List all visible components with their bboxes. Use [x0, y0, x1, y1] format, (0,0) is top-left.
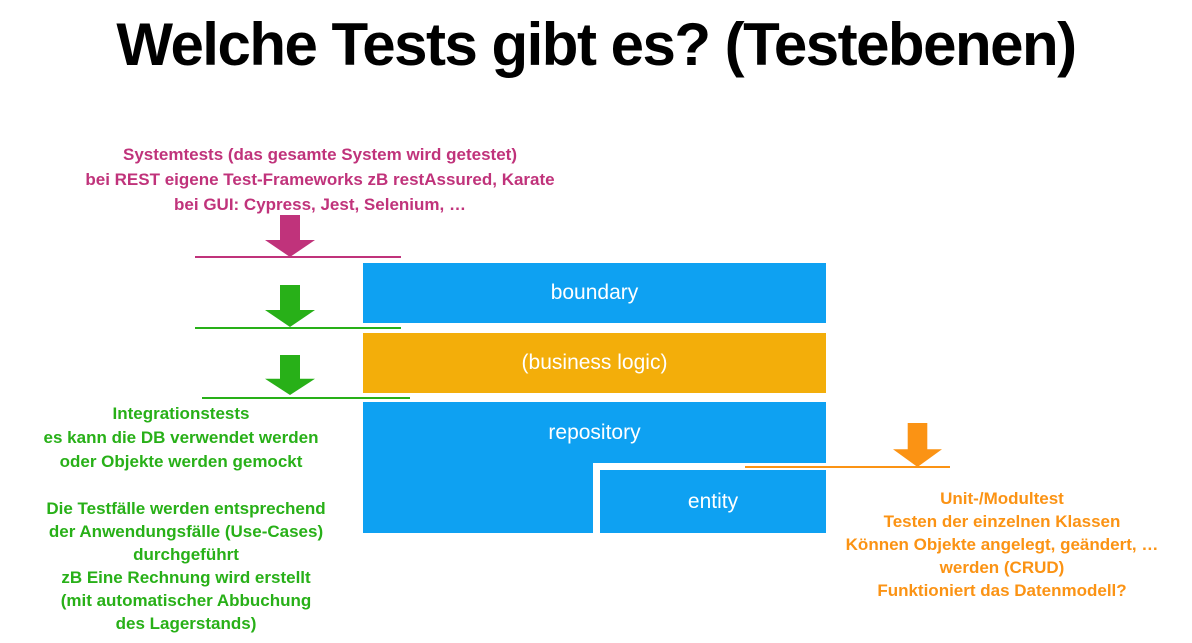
systemtest-level-line: [195, 256, 401, 258]
systemtests-line-3: bei GUI: Cypress, Jest, Selenium, …: [174, 195, 466, 214]
layer-business-logic-label: (business logic): [521, 351, 668, 374]
layer-entity-label: entity: [687, 490, 739, 513]
systemtests-annotation: Systemtests (das gesamte System wird get…: [40, 142, 600, 217]
unittest-line-1: Unit-/Modultest: [940, 489, 1064, 508]
integrationstest-level-line-2: [202, 397, 410, 399]
systemtests-line-1: Systemtests (das gesamte System wird get…: [123, 145, 517, 164]
integrationstests-line-1: Integrationstests: [112, 404, 250, 423]
layer-entity: entity: [600, 470, 826, 533]
unittest-line-4: werden (CRUD): [939, 558, 1065, 577]
integrationstest-arrow-boundary-icon: [265, 285, 315, 327]
unittest-line-2: Testen der einzelnen Klassen: [883, 512, 1121, 531]
integrationstests-detail-line-3: durchgeführt: [133, 545, 239, 564]
unittest-annotation: Unit-/Modultest Testen der einzelnen Kla…: [806, 487, 1192, 602]
layer-boundary: boundary: [363, 263, 826, 323]
unittest-arrow-icon: [893, 423, 942, 467]
layer-business-logic: (business logic): [363, 333, 826, 393]
unittest-line-3: Können Objekte angelegt, geändert, …: [845, 535, 1159, 554]
integrationstests-detail-line-2: der Anwendungsfälle (Use-Cases): [48, 522, 324, 541]
slide-title: Welche Tests gibt es? (Testebenen): [116, 11, 1077, 78]
integrationstest-arrow-business-icon: [265, 355, 315, 395]
layer-repository-label: repository: [548, 421, 641, 444]
systemtest-arrow-icon: [265, 215, 315, 257]
integrationstests-detail-line-4: zB Eine Rechnung wird erstellt: [61, 568, 311, 587]
integrationstests-annotation: Integrationstests es kann die DB verwend…: [20, 402, 342, 474]
integrationstests-detail-line-6: des Lagerstands): [115, 614, 257, 633]
integrationstest-level-line-1: [195, 327, 401, 329]
unittest-line-5: Funktioniert das Datenmodell?: [877, 581, 1127, 600]
integrationstests-detail-annotation: Die Testfälle werden entsprechend der An…: [25, 497, 347, 635]
integrationstests-detail-line-5: (mit automatischer Abbuchung: [60, 591, 312, 610]
layer-boundary-label: boundary: [550, 281, 639, 304]
integrationstests-detail-line-1: Die Testfälle werden entsprechend: [46, 499, 326, 518]
integrationstests-line-2: es kann die DB verwendet werden: [43, 428, 319, 447]
systemtests-line-2: bei REST eigene Test-Frameworks zB restA…: [85, 170, 555, 189]
unittest-level-line: [745, 466, 950, 468]
integrationstests-line-3: oder Objekte werden gemockt: [59, 452, 303, 471]
